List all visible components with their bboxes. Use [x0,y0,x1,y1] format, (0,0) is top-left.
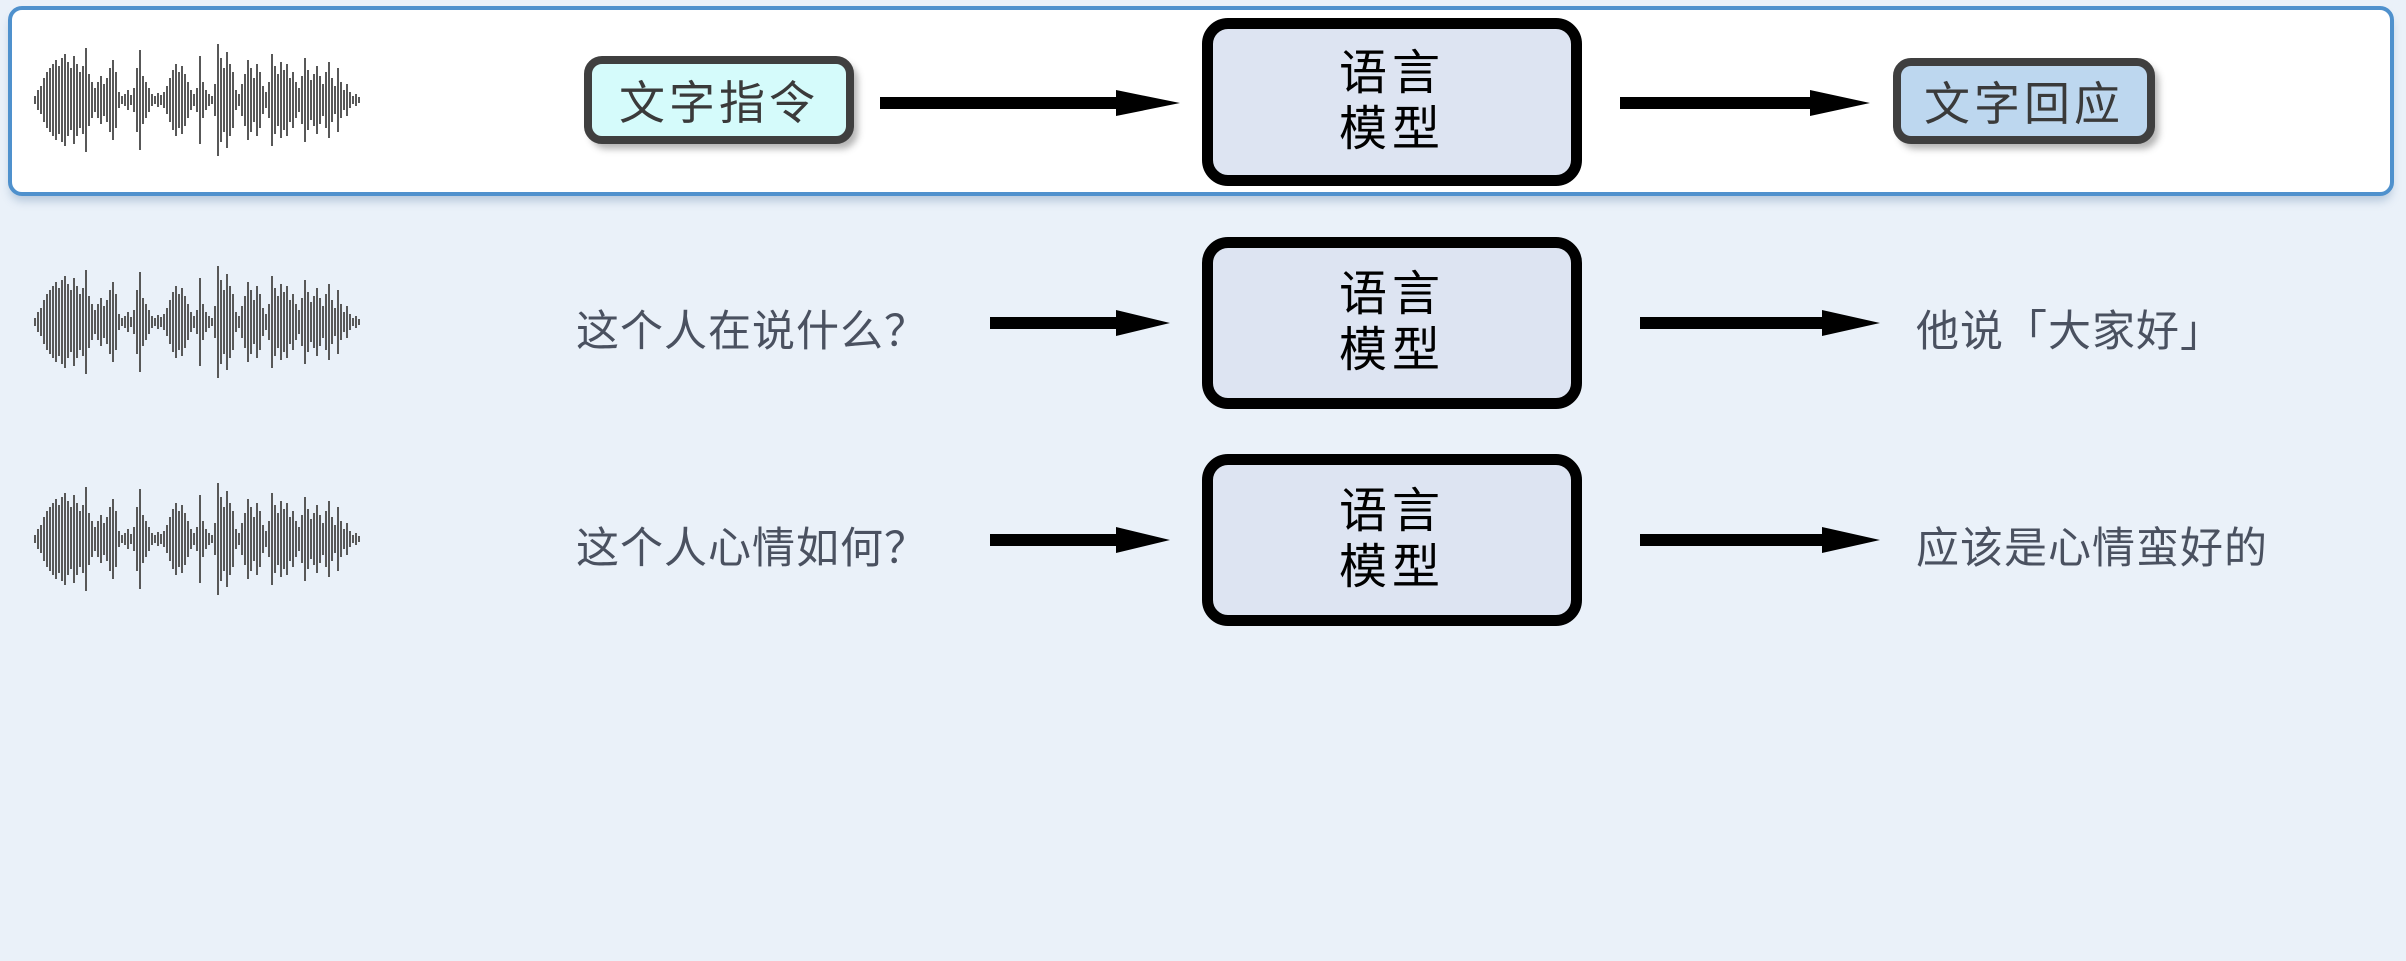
audio-waveform-icon [32,38,362,162]
language-model-label-line2: 模型 [1338,103,1445,156]
question-text-emotion: 这个人心情如何？ [576,525,928,573]
language-model-label-line1: 语言 [1338,485,1445,539]
language-model-box[interactable]: 语言 模型 [1202,454,1582,626]
arrow-model-to-answer [1640,310,1880,336]
audio-waveform-icon [32,260,362,384]
pipeline-row-emotion: 这个人心情如何？ 语言 模型 应该是心情蛮好的 [0,442,2406,632]
audio-waveform-icon [32,477,362,601]
arrow-question-to-model [990,527,1170,553]
answer-text-asr: 他说「大家好」 [1916,308,2224,356]
question-text-asr: 这个人在说什么？ [576,308,928,356]
arrow-model-to-response [1620,90,1870,116]
pipeline-row-asr: 这个人在说什么？ 语言 模型 他说「大家好」 [0,225,2406,415]
arrow-model-to-answer [1640,527,1880,553]
pipeline-row-generic: 文字指令 语言 模型 文字回应 [0,6,2406,196]
language-model-box[interactable]: 语言 模型 [1202,237,1582,409]
language-model-label-line2: 模型 [1338,541,1445,594]
text-instruction-label: 文字指令 [619,77,819,129]
text-instruction-chip[interactable]: 文字指令 [584,56,854,144]
text-response-chip[interactable]: 文字回应 [1893,58,2155,144]
language-model-label-line1: 语言 [1338,268,1445,322]
arrow-question-to-model [990,310,1170,336]
answer-text-emotion: 应该是心情蛮好的 [1916,525,2268,573]
text-response-label: 文字回应 [1924,78,2124,130]
language-model-box[interactable]: 语言 模型 [1202,18,1582,186]
arrow-instruction-to-model [880,90,1180,116]
language-model-label-line1: 语言 [1338,47,1445,101]
language-model-label-line2: 模型 [1338,324,1445,377]
